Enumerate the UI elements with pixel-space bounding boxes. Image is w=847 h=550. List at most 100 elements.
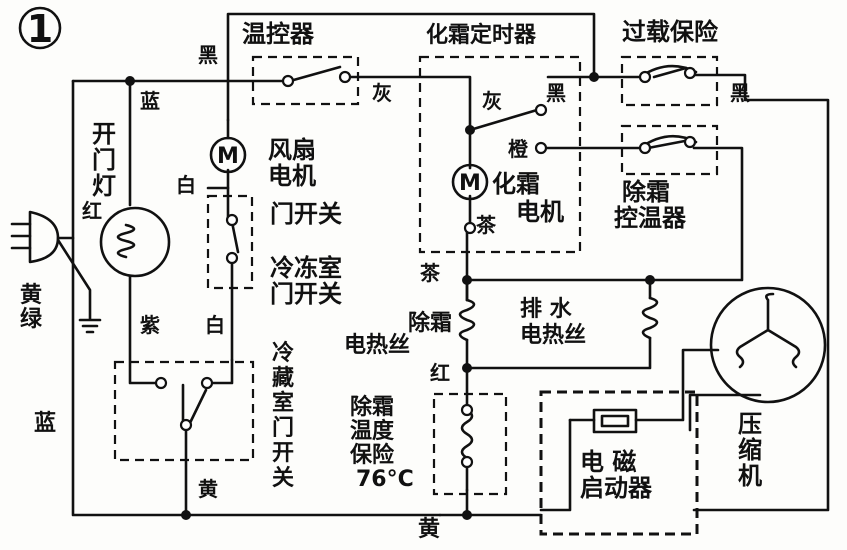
- wire-color-black-top: 黑: [198, 43, 218, 67]
- overload-wire: [652, 66, 830, 512]
- starter-relay-box: [539, 390, 699, 536]
- wire-color-white-switch: 白: [205, 313, 225, 337]
- plug-prongs: [10, 222, 32, 250]
- ground-line2: 绿: [20, 306, 43, 332]
- terminal: [534, 141, 548, 155]
- node: [645, 275, 655, 285]
- wire-color-red-light: 红: [82, 199, 102, 223]
- fridge-line2: 藏: [272, 366, 294, 391]
- node: [181, 510, 191, 520]
- defrost-timer-box: [418, 55, 582, 254]
- terminal: [683, 66, 697, 80]
- defrost-motor-line1: 化霜: [492, 170, 540, 198]
- terminal: [154, 376, 168, 390]
- wire-color-brown-main: 茶: [420, 261, 441, 285]
- freezer-title-line2: 门开关: [270, 280, 342, 308]
- terminal: [638, 70, 652, 84]
- drain-heater-label: 排 水 电热丝: [520, 297, 586, 348]
- wire-color-gray-1: 灰: [372, 81, 392, 105]
- fuse-line4: 76°C: [356, 467, 414, 492]
- compressor-line3: 机: [738, 462, 762, 490]
- node: [589, 72, 599, 82]
- defrost-thermostat-box: [620, 124, 719, 176]
- relay-line2: 启动器: [580, 474, 653, 502]
- wire-color-gray-2: 灰: [482, 89, 502, 113]
- overload-box: [620, 55, 719, 107]
- fridge-line5: 开: [272, 441, 294, 466]
- relay-coil: [592, 408, 638, 434]
- terminal: [338, 70, 352, 84]
- defrost-heater-line1: 除霜: [408, 310, 452, 336]
- terminal: [638, 141, 652, 155]
- door-light-bulb: [99, 206, 171, 278]
- diagram-number: 1: [27, 7, 53, 51]
- wire-color-blue-top: 蓝: [140, 89, 160, 113]
- fridge-door-switch-box: [113, 360, 255, 462]
- timer-switch-blade: [468, 108, 539, 132]
- terminal: [225, 251, 239, 265]
- drain-heater-coil: [641, 296, 659, 340]
- defrost-thermostat-label: 除霜 控温器: [614, 178, 687, 232]
- white-to-fridge-switch: [205, 358, 234, 385]
- door-light-label: 开 门 灯: [92, 120, 124, 200]
- fuse-element: [460, 408, 474, 466]
- thermostat-contact: [288, 65, 342, 83]
- defrost-timer-label: 化霜定时器: [426, 22, 537, 48]
- bulb-filament: [116, 223, 136, 259]
- fuse-line2: 温度: [350, 418, 395, 444]
- door-light-line3: 灯: [92, 172, 116, 200]
- wire-color-black-timer: 黑: [546, 81, 566, 105]
- wire-color-brown-motor: 茶: [476, 213, 497, 237]
- fuse-line3: 保险: [349, 442, 395, 468]
- terminal: [281, 74, 295, 88]
- node: [125, 76, 135, 86]
- wire-color-black-overload: 黑: [730, 81, 750, 105]
- wire-color-blue-left: 蓝: [34, 411, 56, 436]
- fridge-line6: 关: [272, 466, 294, 491]
- compressor-label: 压 缩 机: [738, 410, 770, 490]
- fridge-switch-blade: [181, 383, 208, 427]
- terminal: [179, 418, 193, 432]
- terminal: [460, 403, 474, 417]
- purple-wire: [128, 274, 163, 385]
- door-light-line1: 开: [92, 120, 116, 148]
- terminal: [460, 455, 474, 469]
- thermostat-box: [251, 55, 360, 106]
- defrost-motor: [451, 163, 489, 201]
- plug-body: [28, 210, 60, 264]
- compressor-line1: 压: [738, 410, 762, 438]
- wire-color-yellow-bottom: 黄: [418, 517, 440, 542]
- diagram-number-circle: [18, 6, 62, 50]
- drain-heater-line2: 电热丝: [520, 322, 586, 348]
- wire-color-purple: 紫: [140, 313, 160, 337]
- defrost-motor-label: 化霜 电机: [492, 170, 564, 226]
- relay-coil-wire: [568, 348, 720, 422]
- fuse-line1: 除霜: [350, 394, 394, 420]
- ground-wire: [56, 236, 102, 334]
- terminal: [200, 376, 214, 390]
- fridge-line1: 冷: [272, 340, 294, 366]
- relay-line1: 电 磁: [580, 448, 636, 476]
- freezer-switch-blade: [230, 220, 240, 254]
- wire-color-yellow-left: 黄: [198, 477, 218, 501]
- wire-color-orange: 橙: [508, 137, 529, 161]
- node: [465, 125, 475, 135]
- terminal: [683, 135, 697, 149]
- fridge-line4: 门: [272, 415, 294, 441]
- relay-core: [600, 414, 630, 428]
- overload-label: 过载保险: [622, 18, 719, 46]
- freezer-door-switch-label: 门开关: [270, 200, 342, 228]
- starter-relay-label: 电 磁 启动器: [580, 448, 653, 502]
- defrost-heater-label: 除霜 电热丝: [344, 310, 460, 358]
- wire-color-white-fan: 白: [176, 173, 196, 197]
- freezer-door-switch-title: 冷冻室 门开关: [270, 254, 350, 308]
- ground-wire-label: 黄 绿: [20, 283, 50, 332]
- defrost-motor-letter: M: [459, 171, 481, 196]
- fan-motor-line1: 风扇: [268, 136, 316, 164]
- fan-motor-line2: 电机: [268, 162, 316, 190]
- relay-left-wire: [539, 418, 572, 512]
- fan-motor-letter: M: [217, 144, 239, 169]
- compressor-line2: 缩: [738, 436, 762, 464]
- fan-motor-label: 风扇 电机: [268, 136, 324, 190]
